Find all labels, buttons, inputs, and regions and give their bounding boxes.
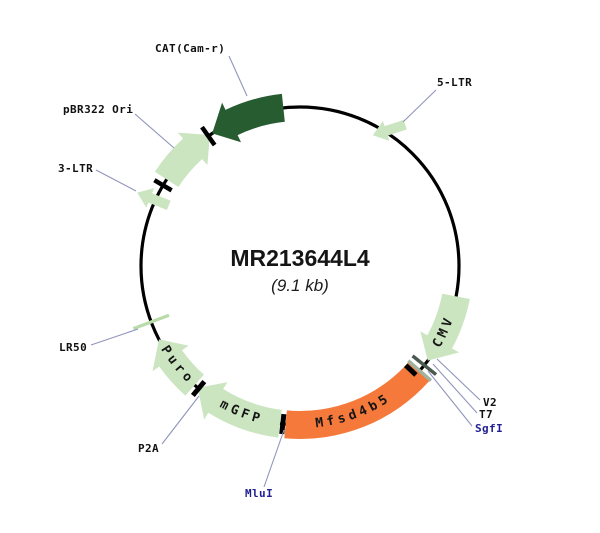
mlui-tick <box>279 413 287 435</box>
lr50-tick <box>132 313 170 331</box>
callout-label-ltr3: 3-LTR <box>58 162 93 175</box>
callout-line-t7 <box>432 363 478 414</box>
callout-label-pbr322-ori: pBR322 Ori <box>63 103 133 116</box>
callout-label-mlui: MluI <box>245 487 273 500</box>
feature-pbr322-ori <box>154 132 210 187</box>
feature-mgfp <box>197 382 282 438</box>
callout-line-mlui <box>263 429 285 488</box>
feature-ltr3-arrow <box>137 188 171 211</box>
feature-puro <box>152 339 204 396</box>
callout-line-ltr5 <box>402 89 437 123</box>
callout-line-sgfi <box>427 370 473 427</box>
p2a-tick <box>190 379 207 398</box>
callout-label-lr50: LR50 <box>59 341 87 354</box>
v2-tick <box>411 354 438 376</box>
plasmid-title: MR213644L4 <box>230 245 370 271</box>
callout-label-ltr5: 5-LTR <box>437 76 472 89</box>
sgfi-tick <box>403 363 418 377</box>
feature-cat <box>212 93 285 143</box>
feature-cmv <box>420 293 470 361</box>
callout-label-v2: V2 <box>483 396 497 409</box>
feature-ltr5-arrow <box>372 119 407 141</box>
t7-tick <box>407 359 433 382</box>
callout-line-p2a <box>161 395 200 445</box>
callout-line-lr50 <box>90 328 139 346</box>
callout-line-pbr322-ori <box>134 113 175 149</box>
callout-line-ltr3 <box>95 169 137 192</box>
junction-cat-ori-tick <box>200 125 217 147</box>
callout-line-v2 <box>436 358 481 401</box>
callout-label-t7: T7 <box>479 408 493 421</box>
callout-label-p2a: P2A <box>138 442 159 455</box>
callout-label-sgfi: SgfI <box>475 422 503 435</box>
callout-label-cat: CAT(Cam-r) <box>155 42 225 55</box>
callout-line-cat <box>228 55 248 97</box>
feature-mfsd4b5 <box>284 362 430 440</box>
plasmid-size-label: (9.1 kb) <box>271 276 329 295</box>
junction-ori-ltr3-tick <box>153 178 173 193</box>
